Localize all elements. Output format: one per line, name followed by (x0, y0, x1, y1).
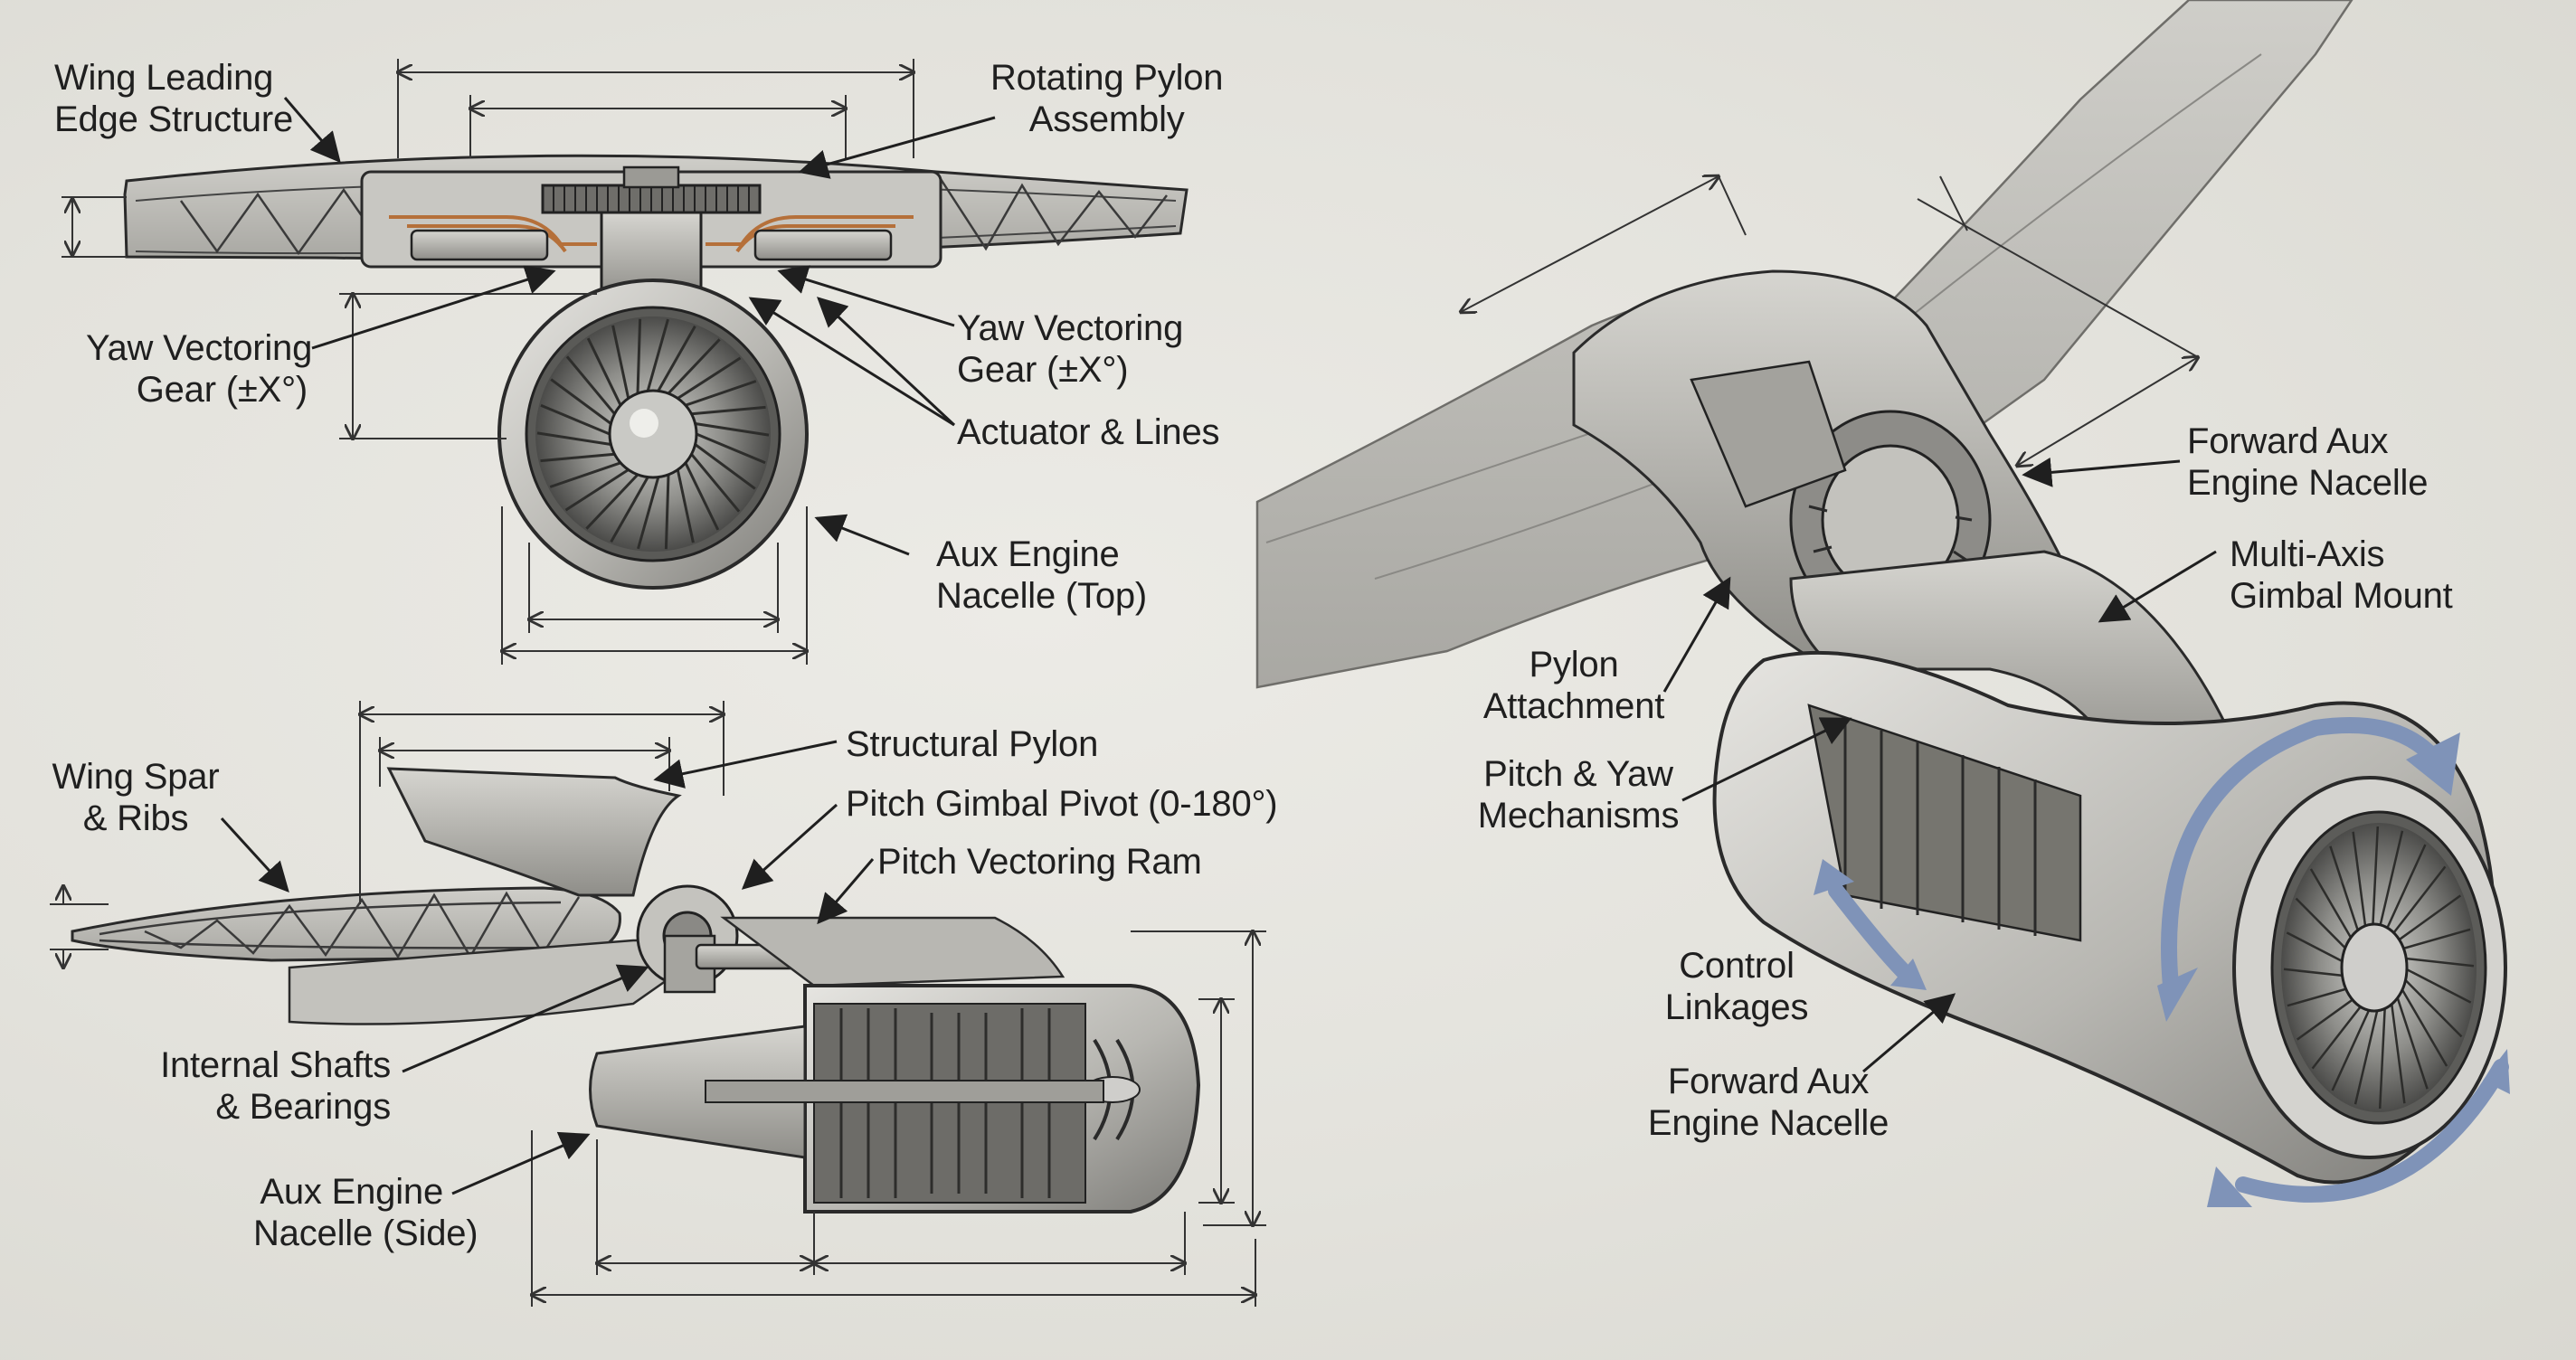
fan-blade (2399, 985, 2448, 1067)
fan-blade (2390, 865, 2447, 938)
fan-blade (667, 338, 721, 395)
gear-teeth (553, 185, 750, 212)
fan-blade (2329, 845, 2363, 943)
fan-blade (565, 355, 616, 415)
fan-blade (540, 452, 615, 463)
fan-blade (549, 461, 621, 488)
fan-blades-top (536, 318, 770, 550)
fan-blade (2394, 992, 2429, 1090)
fan-blade (657, 325, 696, 392)
label-actuator-lines: Actuator & Lines (957, 412, 1220, 452)
fan-blade (685, 380, 757, 407)
fan-blade (696, 432, 766, 465)
fan-blade (586, 337, 622, 406)
top-dimensions (62, 59, 914, 665)
fan-blade (684, 462, 720, 531)
side-dimensions (50, 701, 1266, 1307)
internal-shaft (705, 1080, 1104, 1103)
fan-blade (2383, 844, 2427, 933)
fan-blade (585, 473, 639, 530)
label-wing-spar: Wing Spar& Ribs (52, 757, 220, 838)
fan-blade (695, 422, 770, 437)
fan-blade (694, 443, 756, 490)
fan-blade (2296, 992, 2363, 1041)
fan-blade (676, 469, 695, 543)
side-ribs (99, 891, 581, 959)
fan-blade (2399, 928, 2471, 951)
fan-blade (540, 403, 611, 436)
fan-blade (646, 318, 669, 392)
iso-dimensions (1461, 176, 2198, 466)
leader-lines (220, 97, 2217, 1195)
fan-blade (536, 431, 611, 446)
fan-blade (636, 318, 642, 394)
fan-blade (2378, 1002, 2387, 1110)
fan-blade (2395, 894, 2462, 943)
label-structural-pylon: Structural Pylon (846, 724, 1099, 764)
fan-blade (691, 405, 766, 416)
fan-blade (2377, 830, 2404, 932)
fan-blade (664, 474, 670, 550)
label-pitch-ram: Pitch Vectoring Ram (877, 842, 1202, 882)
fan-blade (690, 453, 741, 513)
fan-blade (2402, 966, 2472, 1004)
fan-blade (610, 476, 649, 543)
fan-blade (2390, 998, 2406, 1104)
fan-blade (550, 378, 612, 425)
label-pitch-gimbal: Pitch Gimbal Pivot (0-180°) (846, 784, 1278, 824)
fan-blade (2371, 826, 2380, 933)
fan-blade (677, 356, 742, 400)
fan-blade (564, 468, 630, 512)
motion-arrows (1828, 717, 2509, 1203)
fan-blade (2352, 831, 2368, 937)
iso-fan-blades (2283, 826, 2475, 1110)
structural-pylon-shape (386, 767, 682, 897)
fan-blade (2353, 1003, 2381, 1105)
motion-arrowheads (1814, 732, 2510, 1207)
fan-blade (2401, 957, 2475, 968)
label-internal-shafts: Internal Shafts& Bearings (160, 1045, 391, 1127)
iso-internal-stages (1843, 719, 2037, 936)
fan-blade (2309, 868, 2359, 950)
fan-blade (2331, 1002, 2374, 1091)
exhaust-cone (589, 1025, 807, 1159)
fan-blade (611, 325, 630, 399)
side-view-drawing (50, 701, 1266, 1307)
top-view-drawing (62, 59, 1189, 665)
fan-blade (637, 477, 660, 550)
fan-blade (2401, 976, 2463, 1038)
fan-blade (2311, 997, 2368, 1070)
